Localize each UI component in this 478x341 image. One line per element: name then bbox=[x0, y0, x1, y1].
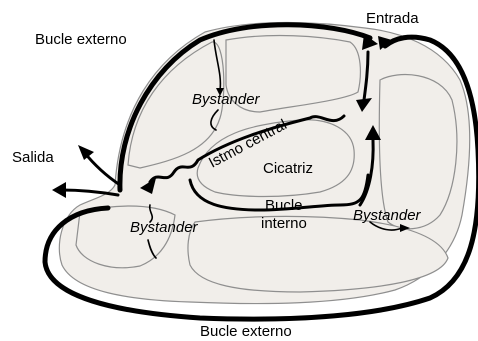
exit-arrow-upper-head bbox=[78, 145, 94, 160]
exit-arrow-lower-head bbox=[52, 182, 66, 198]
bystander-left-label: Bystander bbox=[130, 219, 199, 236]
bystander-right-label: Bystander bbox=[353, 207, 422, 224]
outer-loop-top-label: Bucle externo bbox=[35, 31, 127, 48]
exit-arrow-upper-line bbox=[84, 152, 120, 185]
entry-label: Entrada bbox=[366, 10, 419, 27]
bystander-top-label: Bystander bbox=[192, 91, 261, 108]
right-tissue-block bbox=[379, 75, 457, 229]
inner-loop-label-line1: Bucle bbox=[265, 197, 303, 214]
inner-loop-label-line2: interno bbox=[261, 215, 307, 232]
scar-label: Cicatriz bbox=[263, 160, 313, 177]
exit-label: Salida bbox=[12, 149, 54, 166]
outer-loop-bottom-label: Bucle externo bbox=[200, 323, 292, 340]
